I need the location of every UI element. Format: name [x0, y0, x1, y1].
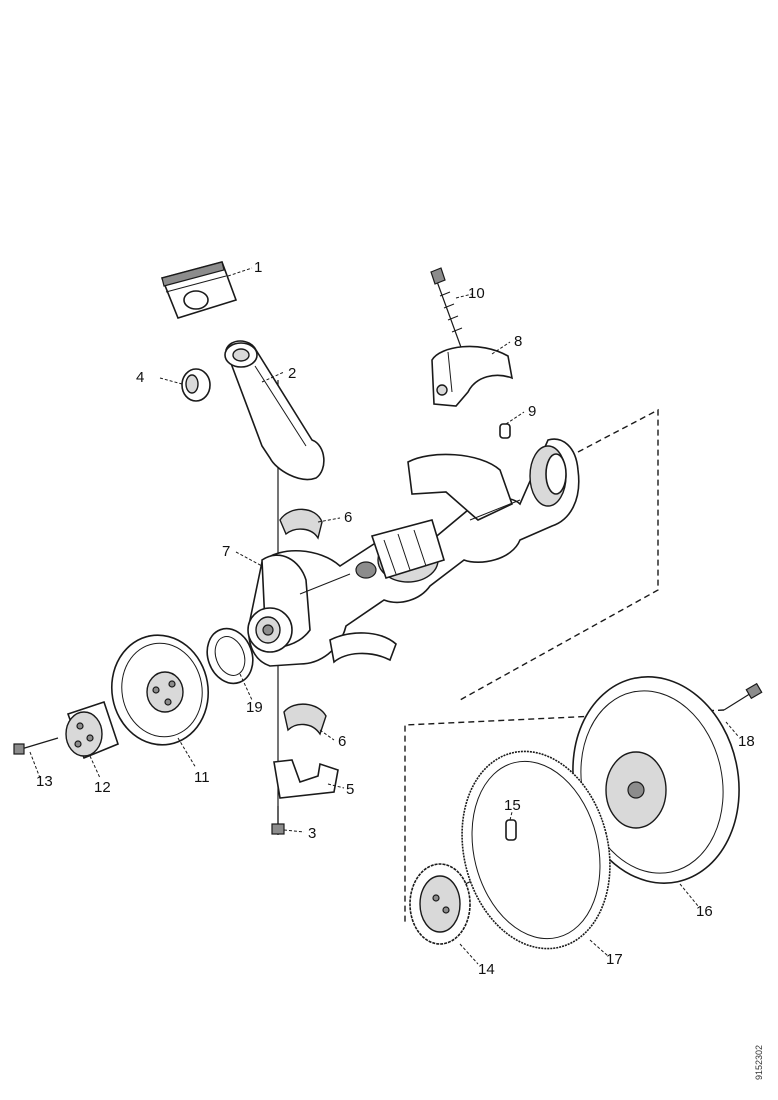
pulley-hub [65, 700, 119, 760]
cap-bolt [271, 806, 285, 835]
callout-3: 3 [308, 825, 316, 842]
callout-5: 5 [346, 781, 354, 798]
callout-11: 11 [194, 769, 210, 786]
callout-16: 16 [696, 903, 713, 920]
callout-1: 1 [254, 259, 262, 276]
dowel-pin [499, 423, 511, 439]
ring-gear-dowel [505, 819, 517, 841]
bearing-shell-lower [283, 703, 327, 736]
callout-18: 18 [738, 733, 755, 750]
callout-12: 12 [94, 779, 111, 796]
callout-13: 13 [36, 773, 53, 790]
flywheel [572, 676, 740, 884]
callout-7: 7 [222, 543, 230, 560]
callout-leaders [29, 267, 739, 965]
callout-labels: 1 2 3 4 5 6 6 7 8 9 10 11 12 13 14 15 16… [36, 259, 755, 978]
callout-19: 19 [246, 699, 263, 716]
piston [160, 261, 238, 319]
callout-14: 14 [478, 961, 495, 978]
callout-6-upper: 6 [344, 509, 352, 526]
bearing-shell-upper [279, 508, 323, 540]
callout-6-lower: 6 [338, 733, 346, 750]
flywheel-bolt [723, 682, 763, 711]
ring-gear [461, 750, 611, 950]
crankshaft-seal [206, 627, 254, 685]
callout-15: 15 [504, 797, 521, 814]
callout-8: 8 [514, 333, 522, 350]
small-end-bush [181, 368, 211, 402]
connecting-rod-cap [273, 759, 339, 799]
callout-17: 17 [606, 951, 623, 968]
figure-reference-code: 9152302 [754, 1045, 764, 1080]
callout-10: 10 [468, 285, 485, 302]
callout-2: 2 [288, 365, 296, 382]
callout-4: 4 [136, 369, 144, 386]
main-bearing-bolt [430, 267, 463, 351]
crankshaft-gear [409, 863, 471, 945]
main-bearing-cap [431, 345, 514, 407]
callout-9: 9 [528, 403, 536, 420]
damper-pulley [110, 634, 210, 746]
crankshaft [247, 438, 580, 667]
connecting-rod [224, 340, 325, 481]
hub-bolt [13, 737, 59, 755]
